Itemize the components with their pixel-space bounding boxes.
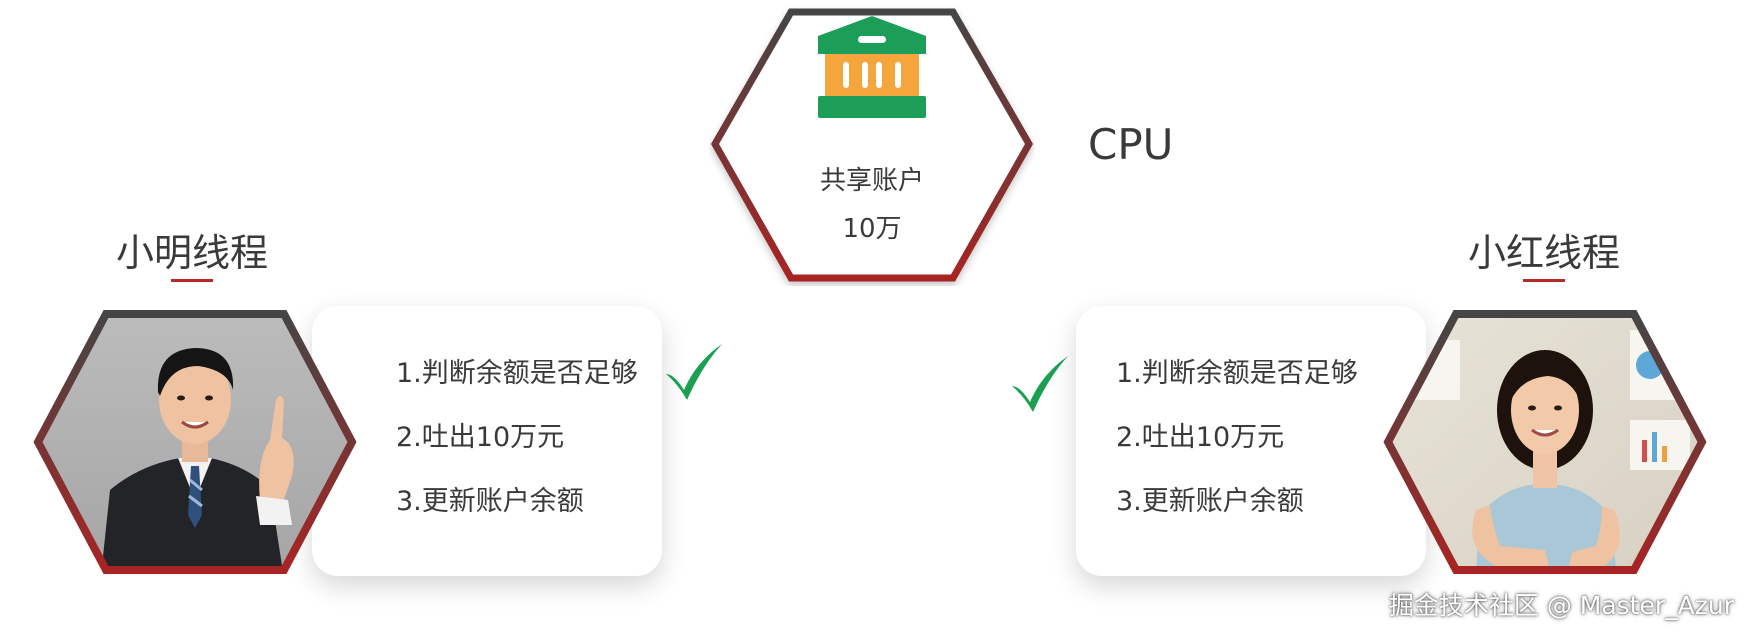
left-steps-card — [312, 306, 662, 576]
cpu-label: CPU — [1088, 120, 1174, 169]
step-item: 1.判断余额是否足够 — [1116, 358, 1358, 389]
left-title-underline — [171, 279, 213, 282]
account-name: 共享账户 — [819, 166, 924, 196]
right-steps-list: 1.判断余额是否足够 2.吐出10万元 3.更新账户余额 — [1116, 342, 1358, 534]
bank-icon — [818, 16, 926, 118]
step-item: 3.更新账户余额 — [1116, 486, 1304, 517]
step-item: 1.判断余额是否足够 — [396, 358, 638, 389]
right-title-underline — [1523, 279, 1565, 282]
watermark: 掘金技术社区 @ Master_Azur — [1388, 591, 1734, 620]
right-steps-card — [1076, 306, 1426, 576]
woman-avatar — [1383, 310, 1707, 574]
account-balance: 10万 — [842, 214, 902, 244]
check-icon — [1012, 356, 1068, 412]
left-thread-title: 小明线程 — [115, 231, 268, 275]
step-item: 3.更新账户余额 — [396, 486, 584, 517]
bank-hexagon — [710, 8, 1034, 282]
man-avatar — [33, 310, 357, 574]
step-item: 2.吐出10万元 — [1116, 422, 1285, 453]
step-item: 2.吐出10万元 — [396, 422, 565, 453]
check-icon — [666, 344, 722, 400]
right-thread-title: 小红线程 — [1467, 231, 1620, 275]
left-steps-list: 1.判断余额是否足够 2.吐出10万元 3.更新账户余额 — [396, 342, 638, 534]
